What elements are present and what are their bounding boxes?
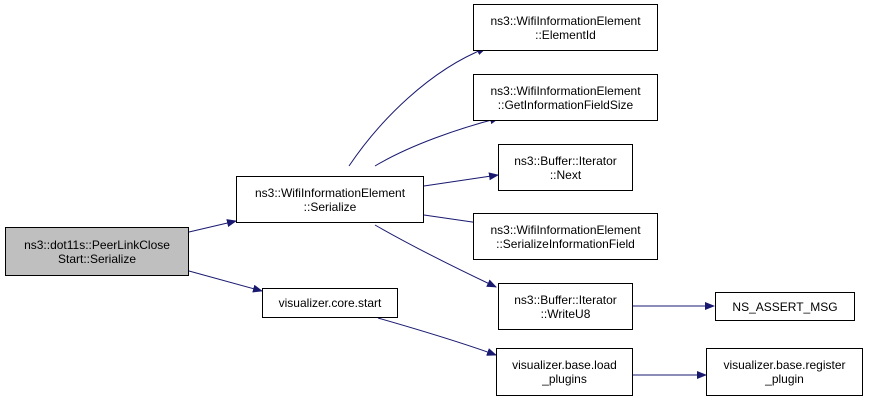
node-label-line2: Start::Serialize xyxy=(57,251,137,266)
edge-start-to-loadplugins xyxy=(377,317,497,356)
edge-root-to-wie-serialize xyxy=(188,219,237,233)
node-label-line1: ns3::Buffer::Iterator xyxy=(514,292,617,307)
node-label-line1: visualizer.base.register xyxy=(723,358,846,372)
node-label-line1: ns3::WifiInformationElement xyxy=(254,185,406,200)
node-label-line1: ns3::dot11s::PeerLinkClose xyxy=(24,237,170,252)
node-label-line2: _plugins xyxy=(542,372,587,386)
node-buffer-iterator-writeu8[interactable]: ns3::Buffer::Iterator ::WriteU8 xyxy=(498,283,633,330)
edge-serialize-to-getsize xyxy=(374,116,500,167)
node-visualizer-core-start[interactable]: visualizer.core.start xyxy=(262,288,398,318)
node-label-line2: ::Serialize xyxy=(303,199,357,214)
edge-serialize-to-writeu8 xyxy=(374,224,497,288)
node-label-line2: ::SerializeInformationField xyxy=(496,236,635,251)
node-buffer-iterator-next[interactable]: ns3::Buffer::Iterator ::Next xyxy=(498,144,633,191)
node-label-line1: ns3::Buffer::Iterator xyxy=(514,153,617,168)
node-label-line2: ::GetInformationFieldSize xyxy=(497,97,634,112)
node-wifiinformationelement-getinformationfieldsize[interactable]: ns3::WifiInformationElement ::GetInforma… xyxy=(473,74,658,121)
node-wifiinformationelement-serializeinformationfield[interactable]: ns3::WifiInformationElement ::SerializeI… xyxy=(473,213,658,260)
node-label-line2: ::WriteU8 xyxy=(540,306,591,321)
node-ns-assert-msg[interactable]: NS_ASSERT_MSG xyxy=(715,292,855,321)
node-label-line1: ns3::WifiInformationElement xyxy=(490,222,641,237)
node-label-line1: NS_ASSERT_MSG xyxy=(732,299,838,314)
node-wifiinformationelement-elementid[interactable]: ns3::WifiInformationElement ::ElementId xyxy=(473,4,658,51)
edge-root-to-visualizer-start xyxy=(188,270,263,293)
node-label-line2: ::Next xyxy=(549,167,582,182)
node-visualizer-base-load-plugins[interactable]: visualizer.base.load _plugins xyxy=(496,348,633,396)
node-label-line1: visualizer.base.load xyxy=(512,358,617,372)
node-visualizer-base-register-plugin[interactable]: visualizer.base.register _plugin xyxy=(706,348,863,396)
node-wifiinformationelement-serialize[interactable]: ns3::WifiInformationElement ::Serialize xyxy=(236,176,424,223)
node-peerlinkclose-start-serialize[interactable]: ns3::dot11s::PeerLinkClose Start::Serial… xyxy=(5,227,189,276)
node-label-line1: ns3::WifiInformationElement xyxy=(490,83,641,98)
node-label-line1: ns3::WifiInformationElement xyxy=(490,13,641,28)
edge-serialize-to-elementid xyxy=(348,47,487,167)
node-label-line1: visualizer.core.start xyxy=(278,296,382,310)
node-label-line2: ::ElementId xyxy=(535,27,596,42)
edge-serialize-to-next xyxy=(423,172,499,187)
node-label-line2: _plugin xyxy=(765,372,804,386)
